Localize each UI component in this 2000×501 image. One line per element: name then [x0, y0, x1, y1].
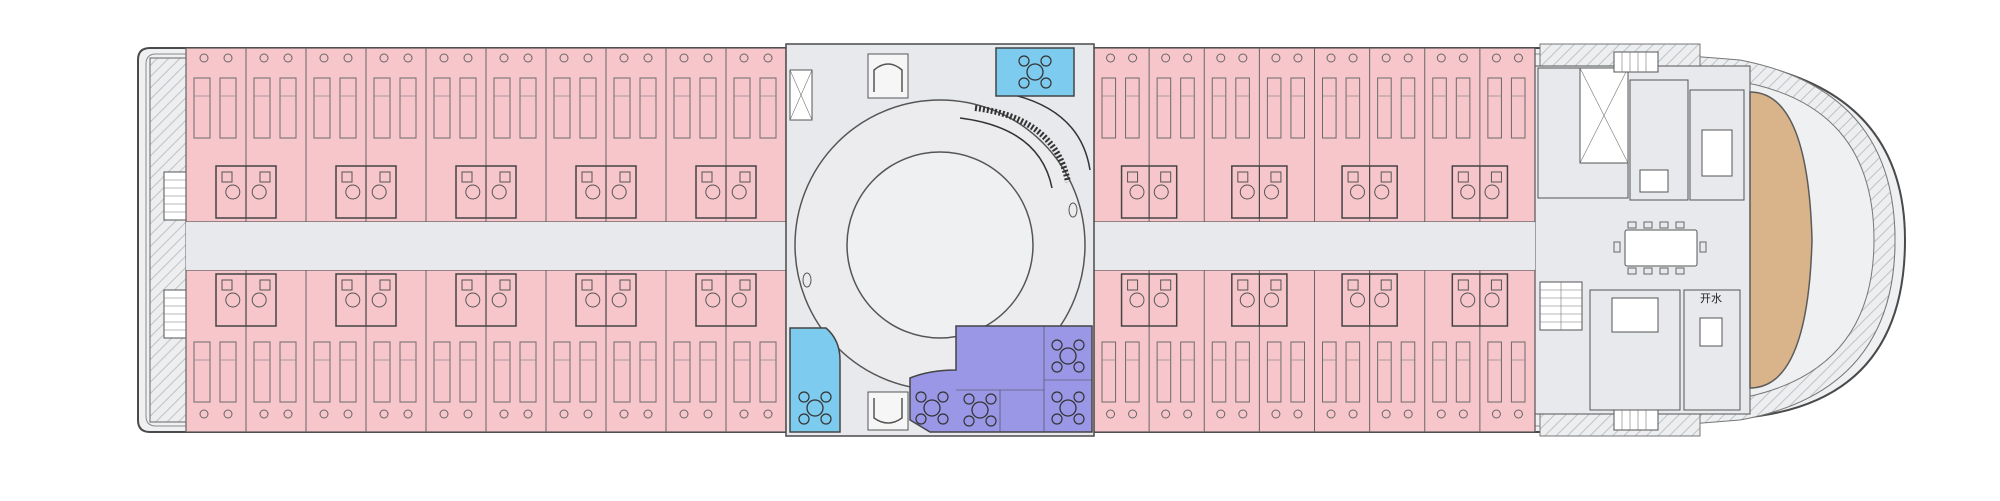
cabin [1424, 270, 1471, 432]
lounge-table [798, 391, 832, 425]
bow-lower-rooms [1589, 289, 1741, 411]
cabin [1369, 48, 1416, 222]
stern-stairs-upper [163, 171, 187, 221]
bathroom-pair [1231, 165, 1288, 219]
cabin [545, 48, 597, 222]
bow-stairs [1539, 281, 1583, 331]
elevator-top [867, 53, 909, 99]
atrium-pillar-right [1068, 202, 1078, 218]
bow-gangway-bottom [1613, 409, 1659, 431]
cabin [305, 48, 357, 222]
cabin [605, 48, 657, 222]
bow-galley [1537, 67, 1745, 201]
bathroom-pair [455, 273, 517, 327]
lounge-table [915, 391, 949, 425]
cabin-block-left-upper [185, 47, 787, 223]
lounge-table [1051, 339, 1085, 373]
lounge-table [1051, 391, 1085, 425]
bathroom-pair [215, 165, 277, 219]
bow-gangway-top [1613, 51, 1659, 73]
lounge-tables [798, 55, 1085, 427]
cabin [1258, 270, 1305, 432]
cabin [425, 270, 477, 432]
corridor-right [1094, 222, 1535, 270]
bathroom-pair [695, 273, 757, 327]
cabin-block-right-lower [1093, 269, 1536, 433]
bathroom-pair [1451, 165, 1509, 219]
bathroom-pair [335, 165, 397, 219]
atrium-center [846, 151, 1034, 339]
bathroom-pair [455, 165, 517, 219]
bathroom-pair [215, 273, 277, 327]
sundeck-bow [1749, 91, 1813, 389]
bathroom-pair [575, 165, 637, 219]
corridor-left [186, 222, 786, 270]
cabin [1424, 48, 1471, 222]
stern-stairs-lower [163, 289, 187, 339]
cabin [545, 270, 597, 432]
spa-area [909, 325, 1093, 433]
cabin [665, 48, 717, 222]
bathroom-pair [695, 165, 757, 219]
spa-partitions [955, 326, 1092, 432]
cabin [425, 48, 477, 222]
bathroom-pair [1120, 165, 1178, 219]
cabin [305, 270, 357, 432]
atrium-pillar-left [802, 272, 812, 288]
lounge-table [1018, 55, 1052, 89]
cabin [185, 270, 237, 432]
lounge-bottom [789, 327, 841, 433]
cabin [1314, 48, 1361, 222]
cabin [1203, 270, 1250, 432]
lounge-top [995, 47, 1075, 97]
cabin-block-left-lower [185, 269, 787, 433]
bow-meeting-table [1613, 221, 1707, 275]
cabin [665, 270, 717, 432]
bathroom-pair [1341, 165, 1398, 219]
hot-water-sign: 开水 [1700, 292, 1722, 305]
bathroom-pair [1451, 273, 1509, 327]
cabin [185, 48, 237, 222]
bathroom-pair [575, 273, 637, 327]
cabin [1314, 270, 1361, 432]
elevator-bottom [867, 391, 909, 431]
cabin [1203, 48, 1250, 222]
lounge-table [963, 393, 997, 427]
bathroom-pair [1120, 273, 1178, 327]
cabin-block-right-upper [1093, 47, 1536, 223]
bathroom-pair [335, 273, 397, 327]
bathroom-pair [1341, 273, 1398, 327]
stern-walkway [149, 57, 187, 423]
bathroom-pair [1231, 273, 1288, 327]
